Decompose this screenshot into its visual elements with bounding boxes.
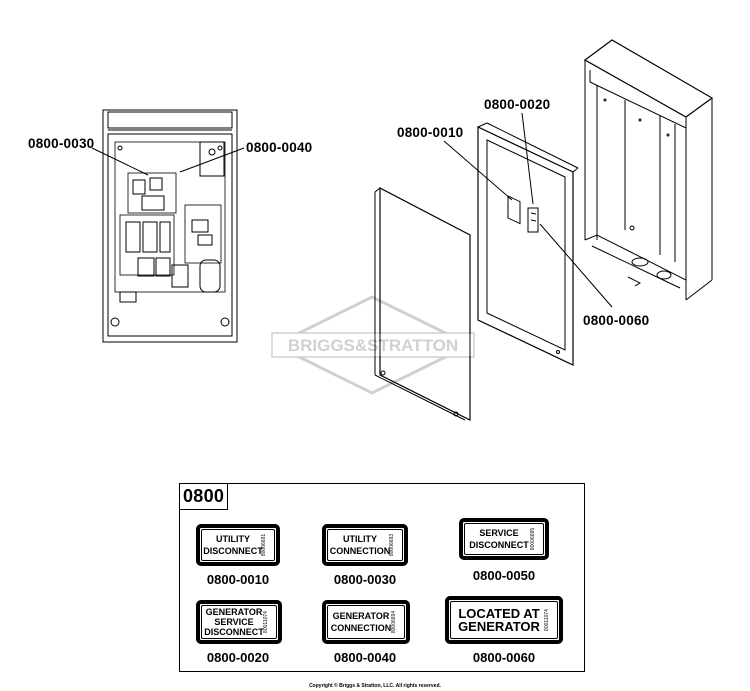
decal-text: UTILITY DISCONNECT xyxy=(203,534,263,556)
decal-generator-service-disconnect: GENERATOR SERVICE DISCONNECT 80011074 xyxy=(196,600,282,644)
decal-generator-connection: GENERATOR CONNECTION 80006694 xyxy=(322,600,410,644)
copyright-notice: Copyright © Briggs & Stratton, LLC. All … xyxy=(309,683,441,689)
decal-number: 80006691 xyxy=(260,533,267,557)
decal-located-at-generator: LOCATED AT GENERATOR 80011074 xyxy=(445,596,563,644)
legend-title: 0800 xyxy=(183,486,225,506)
decal-number: 80006693 xyxy=(388,533,395,557)
callout-0800-0030: 0800-0030 xyxy=(28,136,95,151)
callout-0800-0040: 0800-0040 xyxy=(246,140,313,155)
dead-front-drawing xyxy=(477,122,579,366)
decal-utility-disconnect: UTILITY DISCONNECT 80006691 xyxy=(196,524,280,566)
watermark-text: BRIGGS&STRATTON xyxy=(288,336,458,355)
part-number: 0800-0060 xyxy=(472,650,536,665)
decal-text: LOCATED AT GENERATOR xyxy=(458,606,540,634)
part-number: 0800-0040 xyxy=(333,650,397,665)
decal-text: SERVICE DISCONNECT xyxy=(469,528,529,550)
decal-legend-box: 0800 UTILITY DISCONNECT 80006691 0800-00… xyxy=(179,483,585,672)
decal-text: UTILITY CONNECTION xyxy=(329,534,391,556)
part-number: 0800-0010 xyxy=(206,572,270,587)
decal-utility-connection: UTILITY CONNECTION 80006693 xyxy=(322,524,408,566)
callout-0800-0060: 0800-0060 xyxy=(583,313,650,328)
callout-0800-0010: 0800-0010 xyxy=(397,125,464,140)
part-number: 0800-0030 xyxy=(333,572,397,587)
part-number: 0800-0050 xyxy=(472,568,536,583)
legend-title-box: 0800 xyxy=(180,484,228,510)
brand-watermark: BRIGGS&STRATTON xyxy=(271,295,475,395)
decal-text: GENERATOR SERVICE DISCONNECT xyxy=(204,607,264,637)
part-number: 0800-0020 xyxy=(206,650,270,665)
enclosure-drawing xyxy=(583,39,714,301)
decal-service-disconnect: SERVICE DISCONNECT 80006695 xyxy=(459,518,549,560)
decal-number: 80011074 xyxy=(544,609,551,631)
decal-text: GENERATOR CONNECTION xyxy=(330,611,392,633)
door-drawing xyxy=(374,187,471,421)
open-panel-drawing xyxy=(102,109,238,343)
callout-0800-0020: 0800-0020 xyxy=(484,97,551,112)
decal-number: 80011074 xyxy=(263,611,270,633)
decal-number: 80006694 xyxy=(390,610,397,634)
decal-number: 80006695 xyxy=(529,527,536,551)
